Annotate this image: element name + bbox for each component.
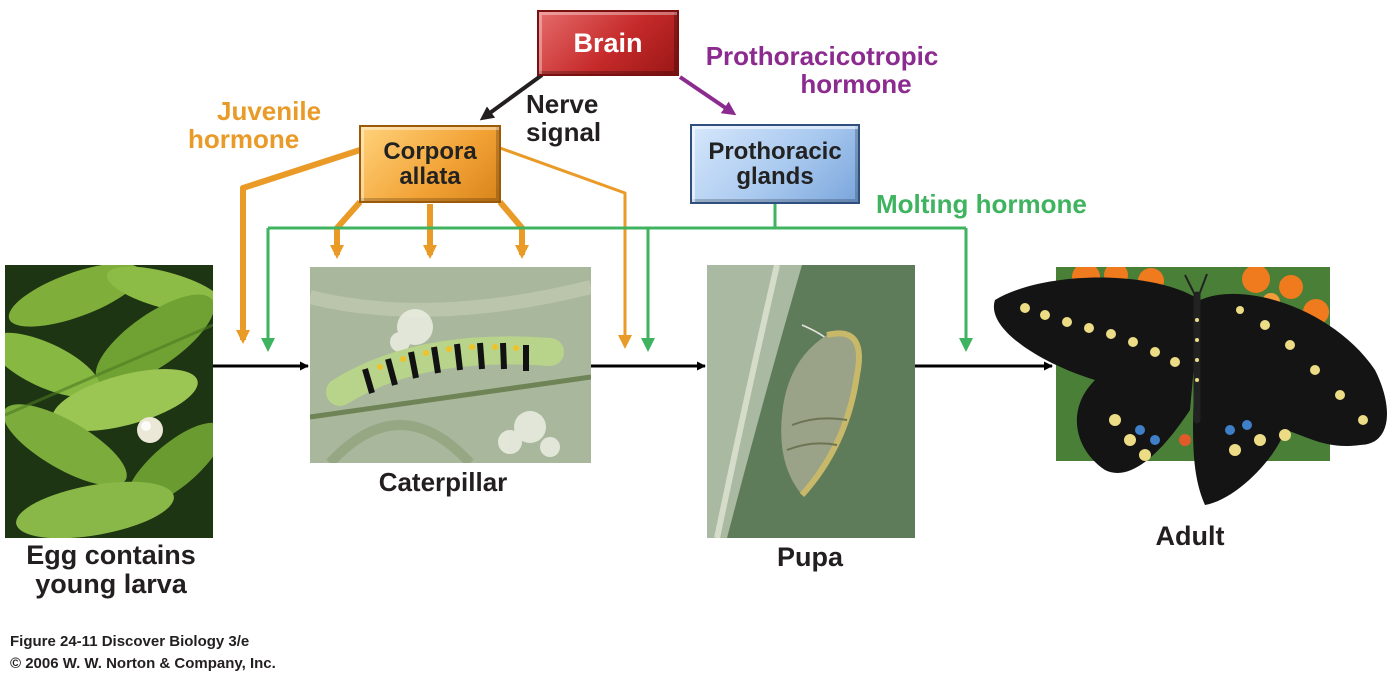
pupa-photo [707, 265, 915, 538]
ptth-line1: Prothoracicotropic [705, 41, 939, 71]
molting-hormone-arrows [261, 204, 973, 352]
caterpillar-photo [310, 267, 591, 463]
butterfly-illustration [993, 273, 1387, 505]
adult-label: Adult [1155, 521, 1225, 551]
juvenile-hormone-line2: hormone [188, 124, 300, 155]
egg-label-line1: Egg contains [26, 540, 196, 570]
egg-label-line2: young larva [35, 569, 187, 600]
prothoracic-glands-label-line1: Prothoracic [708, 137, 842, 165]
nerve-signal-label: Nerve signal [526, 90, 601, 146]
ptth-arrow [678, 75, 737, 116]
figure-credit: Figure 24-11 Discover Biology 3/e © 2006… [10, 631, 276, 675]
corpora-allata-label-line1: Corpora [383, 137, 477, 165]
ptth-label: Prothoracicotropic hormone [694, 42, 950, 98]
nerve-signal-line1: Nerve [526, 89, 599, 119]
egg-label: Egg contains young larva [0, 540, 222, 600]
pupa-label: Pupa [776, 542, 843, 572]
prothoracic-glands-box: Prothoracic glands [690, 124, 860, 204]
copyright-line: © 2006 W. W. Norton & Company, Inc. [10, 654, 276, 672]
juvenile-hormone-line1: Juvenile [217, 96, 322, 126]
egg-photo [5, 265, 213, 538]
caterpillar-label: Caterpillar [378, 467, 508, 497]
corpora-allata-label-line2: allata [399, 163, 461, 190]
juvenile-hormone-label: Juvenile hormone [188, 97, 321, 153]
brain-box: Brain [537, 10, 679, 76]
nerve-signal-arrow [479, 73, 544, 121]
nerve-signal-line2: signal [526, 117, 602, 148]
prothoracic-glands-label-line2: glands [736, 163, 814, 190]
corpora-allata-box: Corpora allata [359, 125, 501, 203]
brain-label: Brain [573, 27, 643, 58]
ptth-line2: hormone [800, 69, 912, 100]
figure-caption: Figure 24-11 Discover Biology 3/e [10, 633, 250, 650]
molting-hormone-label: Molting hormone [876, 189, 1087, 219]
